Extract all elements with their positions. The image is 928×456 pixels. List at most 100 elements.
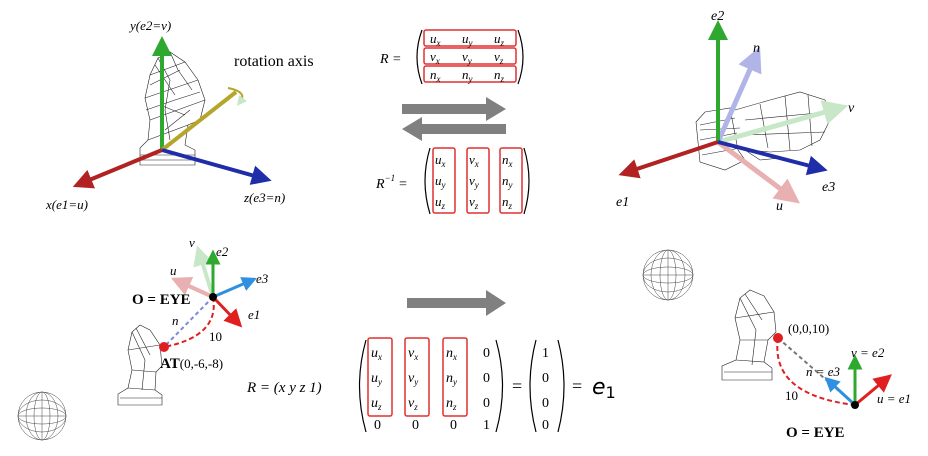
e1-result: e1 xyxy=(592,375,616,402)
r-cell: uy xyxy=(462,31,473,48)
v-label: v xyxy=(189,235,195,250)
bottom-middle-panel: R = (x y z 1) ux uy uz 0 vx vy vz 0 nx n… xyxy=(246,290,616,433)
result-left-paren xyxy=(529,339,537,433)
sphere-wireframe-icon xyxy=(17,391,67,441)
m-cell: 0 xyxy=(450,418,457,433)
rotation-axis-label: rotation axis xyxy=(234,53,314,70)
eye-point xyxy=(209,293,217,301)
u-label: u xyxy=(170,263,177,278)
r-row-box-u xyxy=(423,29,517,47)
m-cell: nx xyxy=(446,346,457,362)
sphere-wireframe-icon xyxy=(642,249,694,301)
rinv-cell: nz xyxy=(502,194,513,211)
eye-point xyxy=(851,401,859,409)
m-cell: vy xyxy=(408,371,418,387)
r-matrix-entries: ux uy uz vx vy vz nx ny nz xyxy=(430,31,505,84)
n-faded-arrow xyxy=(715,46,762,144)
rinv-cell: vz xyxy=(469,194,479,211)
m-left-paren xyxy=(358,339,367,433)
point-label: (0,0,10) xyxy=(788,321,829,336)
r-cell: nx xyxy=(430,67,441,84)
result-cell: 0 xyxy=(542,396,549,411)
knight-small-wireframe-icon xyxy=(117,324,163,406)
result-vector: 1 0 0 0 xyxy=(542,346,549,433)
bottom-left-panel: v e2 u e3 O = EYE e1 n 10 AT(0,-6,-8) xyxy=(17,235,269,441)
e1-axis-arrow xyxy=(211,295,243,328)
r-cell: nz xyxy=(494,67,505,84)
m-col-box-n xyxy=(442,337,468,417)
distance-label: 10 xyxy=(785,388,798,403)
v-faded-arrow xyxy=(193,245,215,298)
e1-label: e1 xyxy=(616,195,629,210)
m-cell: vz xyxy=(408,396,418,412)
rinv-col-box-v xyxy=(466,147,490,214)
m-col-box-u xyxy=(367,337,393,417)
left-arrow-icon xyxy=(402,117,506,141)
m-cell: uz xyxy=(371,396,382,412)
m-cell: uy xyxy=(371,371,382,387)
u-e1-axis-arrow xyxy=(854,374,892,407)
m-cell: 0 xyxy=(412,418,419,433)
u-label: u xyxy=(776,199,783,214)
rinv-matrix-entries: ux uy uz vx vy vz nx ny nz xyxy=(435,152,513,211)
rinv-cell: vx xyxy=(469,152,479,169)
equals-sign-2: = xyxy=(572,376,582,396)
m-right-paren xyxy=(495,339,504,433)
e1-axis-arrow xyxy=(618,140,719,179)
m-col-box-v xyxy=(404,337,430,417)
m-cell: 0 xyxy=(483,346,490,361)
distance-label: 10 xyxy=(209,329,222,344)
r-row-box-v xyxy=(423,47,517,65)
rinv-cell: ny xyxy=(502,173,513,190)
v-e2-label: v = e2 xyxy=(851,345,885,360)
e1-label: e1 xyxy=(248,307,260,322)
rinv-left-paren xyxy=(424,147,431,215)
y-axis-label: y(e2=v) xyxy=(128,18,171,33)
rinv-col-box-u xyxy=(432,147,456,214)
result-right-paren xyxy=(557,339,565,433)
rinv-cell: nx xyxy=(502,152,513,169)
transform-arrow-icon xyxy=(407,290,506,316)
rinv-cell: vy xyxy=(469,173,479,190)
r-row-box-n xyxy=(423,65,517,83)
rotation-axis-line xyxy=(160,90,238,152)
n-label: n xyxy=(172,313,179,328)
x-axis-label: x(e1=u) xyxy=(45,197,88,212)
r-cell: vy xyxy=(462,49,472,66)
m-cell: 0 xyxy=(483,396,490,411)
n-e3-label: n = e3 xyxy=(806,364,841,379)
m-cell: ux xyxy=(371,346,382,362)
top-right-panel: e2 n v e1 e3 u xyxy=(616,9,855,214)
u-e1-label: u = e1 xyxy=(877,391,911,406)
m-cell: 0 xyxy=(374,418,381,433)
e2-label: e2 xyxy=(711,9,724,24)
n-e3-axis-arrow xyxy=(824,376,857,407)
rinv-lhs: R−1= xyxy=(375,173,408,192)
u-faded-arrow xyxy=(170,277,214,299)
eye-label: O = EYE xyxy=(786,425,845,441)
eye-label: O = EYE xyxy=(132,292,191,308)
r-cell: ux xyxy=(430,31,441,48)
equals-sign-1: = xyxy=(512,376,522,396)
rinv-cell: ux xyxy=(435,152,446,169)
equation-lhs: R = (x y z 1) xyxy=(246,380,322,396)
r-cell: ny xyxy=(462,67,473,84)
top-middle-panel: R = ux uy uz vx vy vz nx ny nz R−1= xyxy=(375,29,530,215)
m-cell: 0 xyxy=(483,371,490,386)
transform-arrows xyxy=(402,97,506,141)
m-cell: ny xyxy=(446,371,457,387)
m-cell: vx xyxy=(408,346,418,362)
at-point xyxy=(159,342,169,352)
z-axis-arrow xyxy=(161,148,272,185)
result-cell: 0 xyxy=(542,371,549,386)
v-label: v xyxy=(848,101,855,116)
result-cell: 0 xyxy=(542,418,549,433)
at-label: AT(0,-6,-8) xyxy=(160,356,223,372)
r-cell: uz xyxy=(494,31,505,48)
distance-arc xyxy=(776,337,856,406)
homogeneous-matrix-entries: ux uy uz 0 vx vy vz 0 nx ny nz 0 0 0 0 1 xyxy=(371,346,490,433)
rinv-cell: uy xyxy=(435,173,446,190)
top-left-panel: y(e2=v) rotation axis x(e1=u) z(e3=n) xyxy=(45,18,314,212)
r-right-paren xyxy=(517,29,524,85)
